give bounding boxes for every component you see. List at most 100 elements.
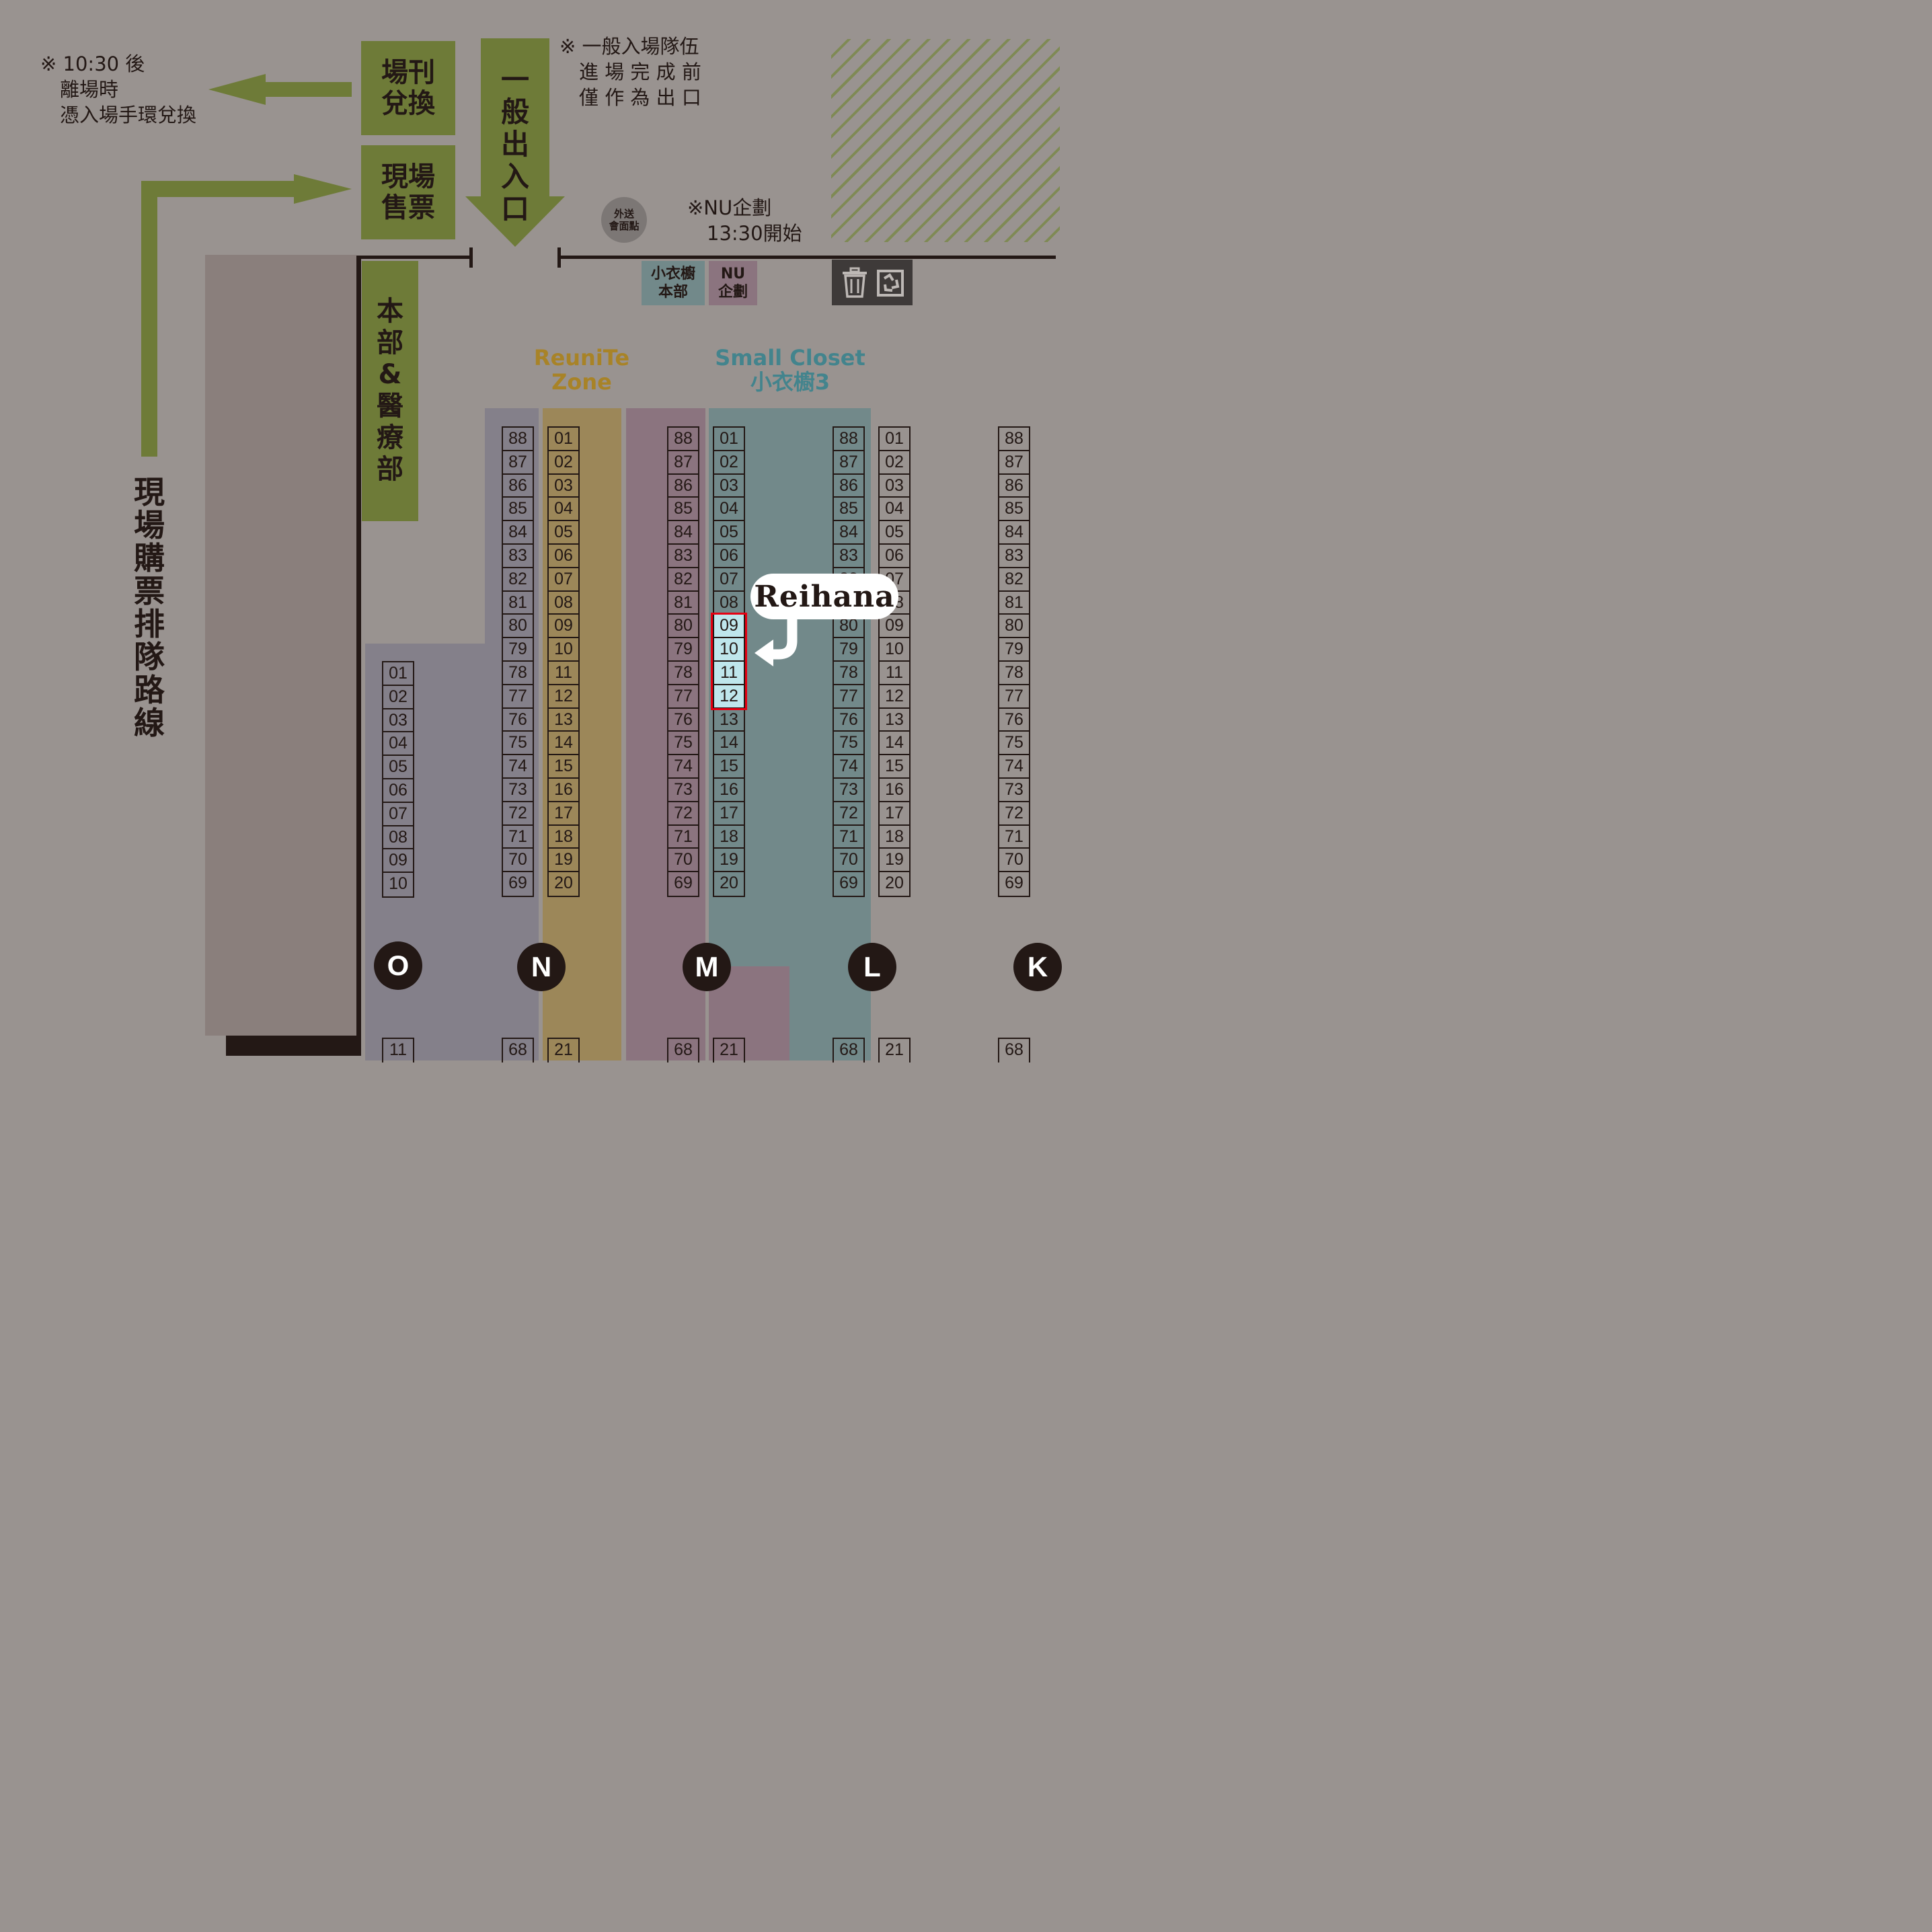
booth-cell[interactable]: 05 bbox=[880, 521, 909, 545]
booth-cell[interactable]: 11 bbox=[714, 661, 744, 685]
booth-cell[interactable]: 16 bbox=[549, 779, 578, 802]
booth-cell[interactable]: 86 bbox=[999, 475, 1029, 498]
booth-cell[interactable]: 09 bbox=[549, 615, 578, 639]
booth-cell[interactable]: 76 bbox=[503, 709, 533, 732]
booth-cell[interactable]: 71 bbox=[834, 826, 863, 849]
booth-cell[interactable]: 81 bbox=[668, 592, 698, 615]
booth-cell[interactable]: 02 bbox=[383, 686, 413, 709]
booth-cell[interactable]: 87 bbox=[503, 451, 533, 475]
booth-cell[interactable]: 68 bbox=[508, 1040, 527, 1059]
booth-cell[interactable]: 02 bbox=[880, 451, 909, 475]
booth-cell[interactable]: 71 bbox=[503, 826, 533, 849]
booth-cell[interactable]: 03 bbox=[880, 475, 909, 498]
booth-cell[interactable]: 77 bbox=[834, 685, 863, 709]
booth-cell[interactable]: 10 bbox=[880, 638, 909, 662]
booth-cell[interactable]: 13 bbox=[714, 709, 744, 732]
booth-cell[interactable]: 04 bbox=[549, 498, 578, 522]
booth-cell[interactable]: 68 bbox=[1005, 1040, 1023, 1059]
booth-cell[interactable]: 20 bbox=[885, 874, 904, 893]
booth-cell[interactable]: 19 bbox=[880, 849, 909, 873]
booth-cell[interactable]: 72 bbox=[503, 802, 533, 826]
booth-cell[interactable]: 74 bbox=[834, 755, 863, 779]
booth-cell[interactable]: 17 bbox=[880, 802, 909, 826]
booth-cell[interactable]: 75 bbox=[668, 732, 698, 756]
booth-cell[interactable]: 21 bbox=[885, 1040, 904, 1059]
booth-cell[interactable]: 11 bbox=[389, 1040, 407, 1059]
booth-cell[interactable]: 83 bbox=[503, 545, 533, 568]
booth-cell[interactable]: 71 bbox=[668, 826, 698, 849]
booth-cell[interactable]: 13 bbox=[549, 709, 578, 732]
booth-cell[interactable]: 09 bbox=[383, 849, 413, 874]
booth-cell[interactable]: 88 bbox=[999, 428, 1029, 451]
booth-cell[interactable]: 04 bbox=[714, 498, 744, 522]
booth-cell[interactable]: 74 bbox=[668, 755, 698, 779]
booth-cell[interactable]: 19 bbox=[549, 849, 578, 873]
booth-cell[interactable]: 80 bbox=[999, 615, 1029, 639]
booth-cell[interactable]: 76 bbox=[999, 709, 1029, 732]
booth-cell[interactable]: 85 bbox=[999, 498, 1029, 522]
booth-cell[interactable]: 01 bbox=[714, 428, 744, 451]
booth-cell[interactable]: 88 bbox=[834, 428, 863, 451]
booth-cell[interactable]: 69 bbox=[839, 874, 858, 893]
booth-cell[interactable]: 69 bbox=[1005, 874, 1023, 893]
booth-cell[interactable]: 88 bbox=[503, 428, 533, 451]
booth-cell[interactable]: 87 bbox=[999, 451, 1029, 475]
booth-cell[interactable]: 05 bbox=[383, 756, 413, 779]
booth-cell[interactable]: 79 bbox=[503, 638, 533, 662]
booth-cell[interactable]: 12 bbox=[549, 685, 578, 709]
booth-cell[interactable]: 11 bbox=[880, 662, 909, 685]
booth-cell[interactable]: 12 bbox=[880, 685, 909, 709]
booth-cell[interactable]: 70 bbox=[503, 849, 533, 873]
booth-cell[interactable]: 72 bbox=[668, 802, 698, 826]
booth-cell[interactable]: 72 bbox=[999, 802, 1029, 826]
booth-cell[interactable]: 21 bbox=[720, 1040, 738, 1059]
booth-cell[interactable]: 04 bbox=[383, 732, 413, 757]
booth-cell[interactable]: 15 bbox=[880, 755, 909, 779]
booth-cell[interactable]: 84 bbox=[834, 521, 863, 545]
booth-cell[interactable]: 71 bbox=[999, 826, 1029, 849]
booth-cell[interactable]: 08 bbox=[714, 592, 744, 615]
booth-cell[interactable]: 06 bbox=[714, 545, 744, 568]
booth-cell[interactable]: 82 bbox=[503, 568, 533, 592]
booth-cell[interactable]: 74 bbox=[503, 755, 533, 779]
booth-cell[interactable]: 10 bbox=[714, 638, 744, 662]
booth-cell[interactable]: 17 bbox=[549, 802, 578, 826]
booth-cell[interactable]: 68 bbox=[839, 1040, 858, 1059]
booth-cell[interactable]: 69 bbox=[674, 874, 693, 893]
booth-cell[interactable]: 02 bbox=[714, 451, 744, 475]
booth-cell[interactable]: 87 bbox=[834, 451, 863, 475]
booth-cell[interactable]: 75 bbox=[834, 732, 863, 756]
booth-cell[interactable]: 17 bbox=[714, 802, 744, 826]
booth-cell[interactable]: 10 bbox=[389, 874, 408, 894]
booth-cell[interactable]: 03 bbox=[383, 709, 413, 733]
booth-cell[interactable]: 78 bbox=[503, 662, 533, 685]
booth-cell[interactable]: 76 bbox=[668, 709, 698, 732]
booth-cell[interactable]: 79 bbox=[668, 638, 698, 662]
booth-cell[interactable]: 15 bbox=[714, 755, 744, 779]
booth-cell[interactable]: 12 bbox=[714, 685, 744, 709]
booth-cell[interactable]: 14 bbox=[880, 732, 909, 756]
booth-cell[interactable]: 21 bbox=[554, 1040, 573, 1059]
booth-cell[interactable]: 02 bbox=[549, 451, 578, 475]
booth-cell[interactable]: 83 bbox=[999, 545, 1029, 568]
booth-cell[interactable]: 16 bbox=[880, 779, 909, 802]
booth-cell[interactable]: 82 bbox=[668, 568, 698, 592]
booth-cell[interactable]: 01 bbox=[549, 428, 578, 451]
booth-cell[interactable]: 15 bbox=[549, 755, 578, 779]
booth-cell[interactable]: 68 bbox=[674, 1040, 693, 1059]
booth-cell[interactable]: 80 bbox=[503, 615, 533, 639]
booth-cell[interactable]: 81 bbox=[503, 592, 533, 615]
booth-cell[interactable]: 07 bbox=[383, 803, 413, 826]
booth-cell[interactable]: 78 bbox=[834, 662, 863, 685]
booth-cell[interactable]: 70 bbox=[834, 849, 863, 873]
booth-cell[interactable]: 79 bbox=[834, 638, 863, 662]
booth-cell[interactable]: 01 bbox=[880, 428, 909, 451]
booth-cell[interactable]: 04 bbox=[880, 498, 909, 522]
booth-cell[interactable]: 73 bbox=[668, 779, 698, 802]
booth-cell[interactable]: 86 bbox=[503, 475, 533, 498]
booth-cell[interactable]: 11 bbox=[549, 662, 578, 685]
booth-cell[interactable]: 06 bbox=[880, 545, 909, 568]
booth-cell[interactable]: 81 bbox=[999, 592, 1029, 615]
booth-cell[interactable]: 75 bbox=[999, 732, 1029, 756]
booth-cell[interactable]: 84 bbox=[503, 521, 533, 545]
